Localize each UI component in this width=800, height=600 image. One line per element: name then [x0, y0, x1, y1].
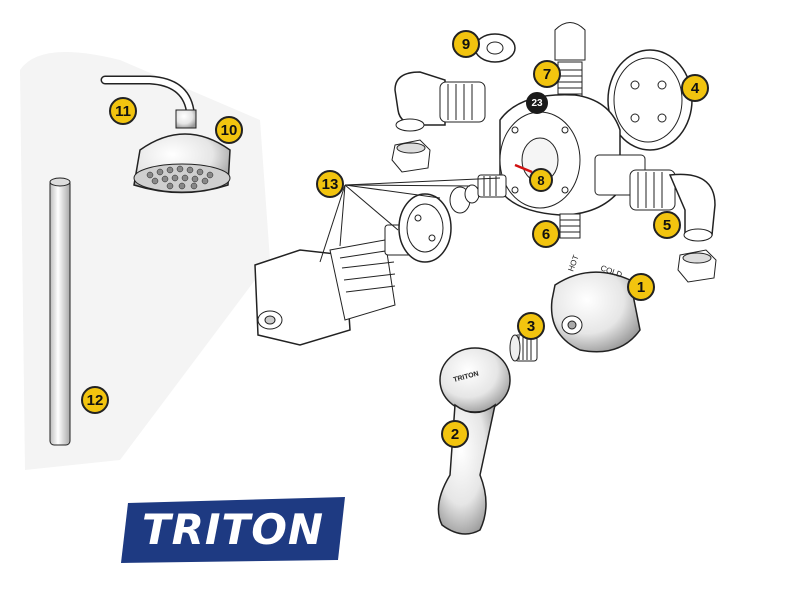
bottom-fitting: [559, 213, 581, 239]
callout-3[interactable]: 3: [517, 312, 545, 340]
callout-7[interactable]: 7: [533, 60, 561, 88]
callout-8-pointer: [514, 163, 533, 174]
valve-marking-hot: HOT: [566, 254, 580, 273]
callout-8[interactable]: 8: [529, 168, 553, 192]
callout-11[interactable]: 11: [109, 97, 137, 125]
callout-1[interactable]: 1: [627, 273, 655, 301]
top-inlet-fitting: [554, 22, 586, 103]
cartridge-assembly: [254, 174, 507, 346]
washer: [474, 33, 516, 63]
concealing-shroud: HOT COLD: [550, 254, 641, 353]
callout-5[interactable]: 5: [653, 211, 681, 239]
callout-23[interactable]: 23: [526, 92, 548, 114]
splined-adapter: [509, 334, 538, 362]
callout-6[interactable]: 6: [532, 220, 560, 248]
triton-logo: [121, 497, 345, 563]
callout-9[interactable]: 9: [452, 30, 480, 58]
shower-arm: [100, 75, 195, 115]
callout-12[interactable]: 12: [81, 386, 109, 414]
left-nut: [391, 139, 431, 173]
right-nut: [677, 249, 717, 283]
callout-13[interactable]: 13: [316, 170, 344, 198]
callout-13-leader-lines: [319, 177, 501, 263]
callout-4[interactable]: 4: [681, 74, 709, 102]
riser-pipe: [49, 177, 71, 446]
valve-backplate: [607, 49, 693, 151]
callout-2[interactable]: 2: [441, 420, 469, 448]
shower-head: [133, 109, 231, 194]
callout-10[interactable]: 10: [215, 116, 243, 144]
lever-handle: TRITON: [437, 347, 511, 535]
left-elbow: [394, 71, 486, 132]
right-elbow: [629, 169, 716, 242]
